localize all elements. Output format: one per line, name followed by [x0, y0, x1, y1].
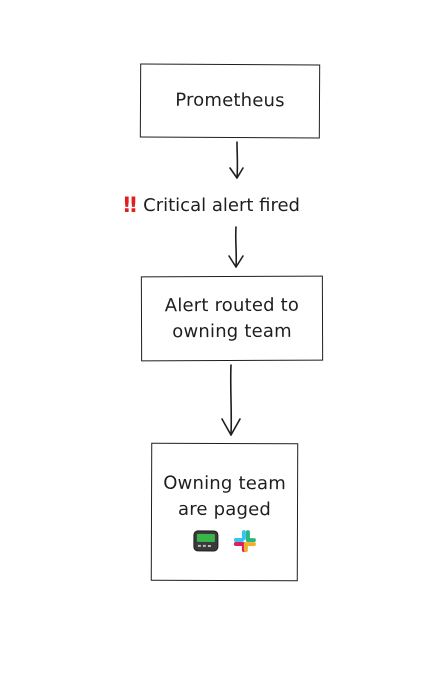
critical-alert-label: !! Critical alert fired — [122, 190, 362, 220]
slack-icon — [233, 530, 256, 553]
notification-icons — [192, 529, 256, 553]
node-alert-routed: Alert routed to owning team — [140, 275, 324, 362]
node-owning-team-line2: are paged — [177, 498, 272, 521]
arrow-routing-to-paged — [221, 364, 241, 436]
node-prometheus-label: Prometheus — [175, 89, 285, 112]
node-owning-team-line1: Owning team — [163, 472, 287, 495]
double-exclamation-icon: !! — [122, 193, 138, 217]
node-prometheus: Prometheus — [139, 63, 321, 139]
arrow-prometheus-to-alert — [229, 141, 244, 179]
node-alert-routed-line2: owning team — [172, 320, 292, 342]
pager-icon — [192, 530, 218, 552]
node-owning-team-paged: Owning team are paged — [150, 442, 299, 582]
arrow-alert-to-routing — [228, 226, 244, 268]
node-alert-routed-line1: Alert routed to — [164, 294, 300, 316]
critical-alert-text: Critical alert fired — [143, 194, 300, 216]
